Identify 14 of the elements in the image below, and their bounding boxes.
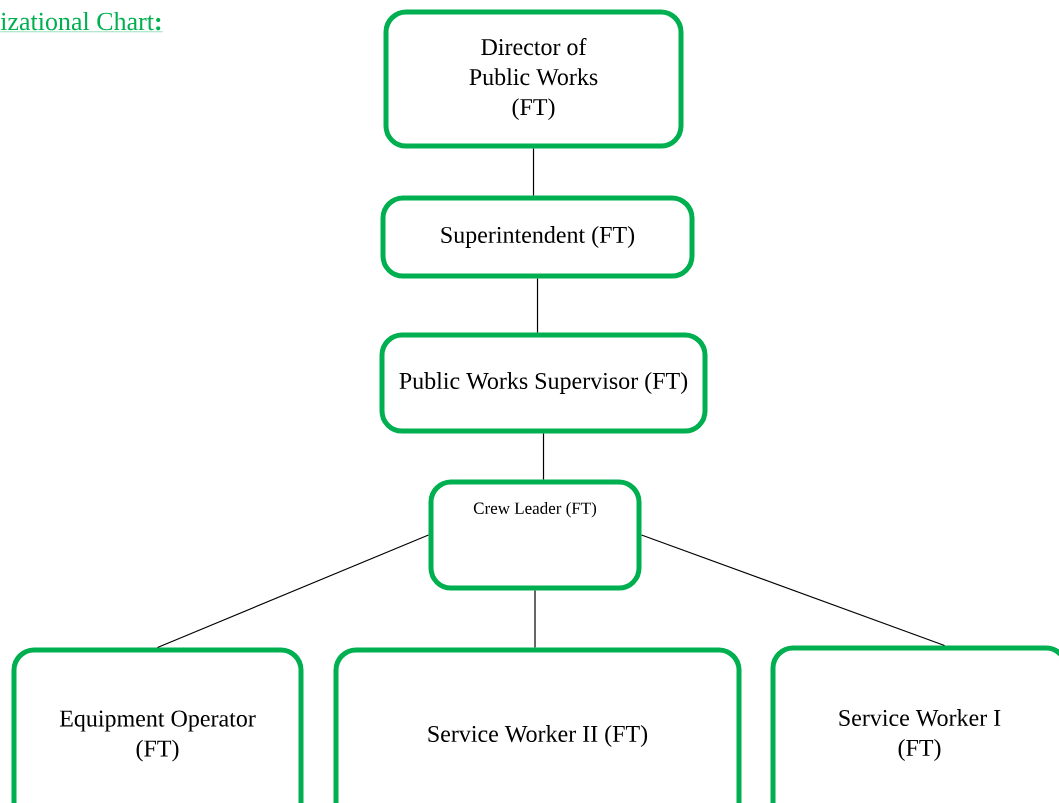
connector-line <box>640 534 946 647</box>
connector-line <box>156 534 430 649</box>
position-box: Director of Public Works (FT) <box>383 9 684 149</box>
position-box: Service Worker I (FT) <box>770 645 1059 803</box>
title: izational Chart: <box>0 11 163 32</box>
position-box: Public Works Supervisor (FT) <box>379 332 708 434</box>
position-box: Equipment Operator (FT) <box>11 647 304 803</box>
position-box: Crew Leader (FT) <box>428 479 642 591</box>
position-box: Superintendent (FT) <box>380 195 695 279</box>
connector-line <box>534 589 536 649</box>
connector-line <box>542 432 545 481</box>
connector-line <box>536 277 539 334</box>
connector-line <box>532 147 535 197</box>
position-box: Service Worker II (FT) <box>333 647 742 803</box>
